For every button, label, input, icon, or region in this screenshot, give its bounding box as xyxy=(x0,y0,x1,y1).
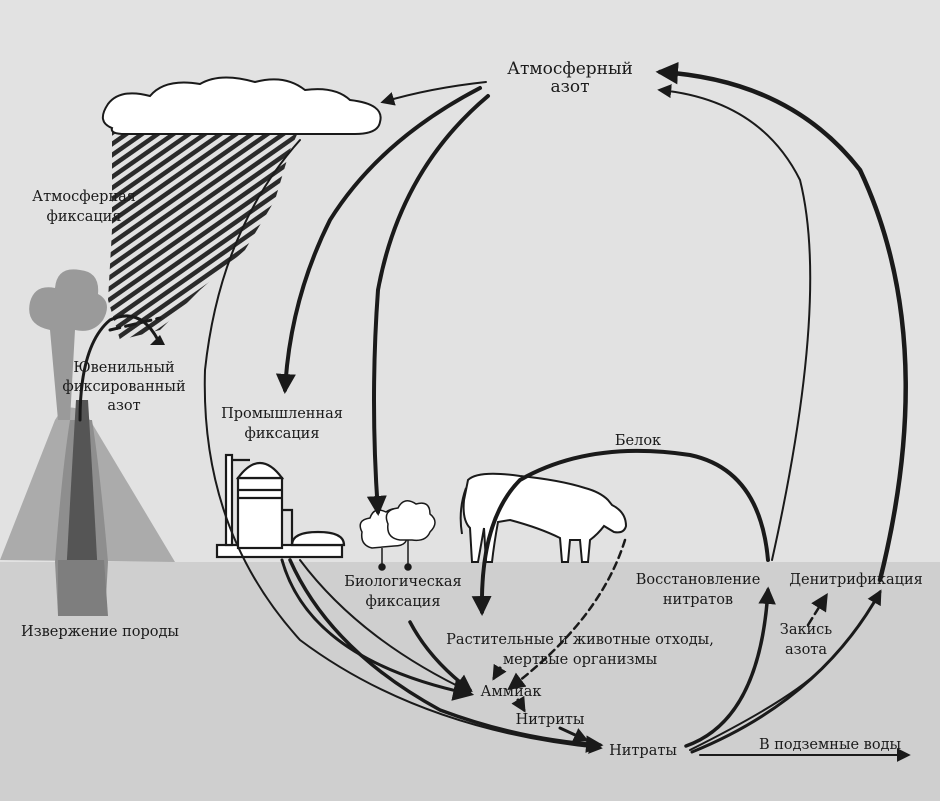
arrow-protein-loop xyxy=(471,448,770,616)
label-protein: Белок xyxy=(615,433,661,449)
arrow-biological-to-ammonia xyxy=(408,620,473,693)
arrow-to-industrial xyxy=(275,86,482,394)
label-eruption: Извержение породы xyxy=(21,624,179,640)
rain-icon xyxy=(108,128,300,340)
label-atmospheric-fixation: Атмосферная xyxy=(32,189,136,205)
arrow-to-denitrification xyxy=(690,589,882,754)
arrow-atmosphere-to-cloud xyxy=(380,81,487,106)
label-waste-2: мертвые организмы xyxy=(503,652,658,668)
label-nitrites: Нитриты xyxy=(516,712,585,728)
label-industrial: Промышленная xyxy=(221,406,343,422)
factory-icon xyxy=(215,453,346,559)
label-ammonia: Аммиак xyxy=(481,684,542,700)
label-nitrous-oxide-2: азота xyxy=(785,642,827,658)
label-biological: Биологическая xyxy=(344,574,461,590)
arrow-denitrification-to-atmosphere xyxy=(655,61,908,583)
volcano-icon xyxy=(0,269,175,616)
arrow-industrial-to-nitrates xyxy=(288,558,604,753)
label-atmospheric-nitrogen-2: азот xyxy=(550,77,589,97)
label-industrial-2: фиксация xyxy=(245,426,320,442)
label-juvenile-3: азот xyxy=(107,398,140,414)
label-waste: Растительные и животные отходы, xyxy=(446,632,714,648)
plant-icon xyxy=(359,500,436,571)
ground-background xyxy=(0,562,940,801)
label-denitrification: Денитрификация xyxy=(789,572,923,588)
arrow-to-biological xyxy=(366,94,490,516)
arrow-atmospheric-fixation xyxy=(203,139,603,754)
label-nitrate-reduction: Восстановление xyxy=(636,572,761,588)
arrow-to-nitrate-reduction xyxy=(684,586,776,748)
label-atmospheric-fixation-2: фиксация xyxy=(47,209,122,225)
label-groundwater: В подземные воды xyxy=(759,737,902,753)
label-nitrous-oxide: Закись xyxy=(780,622,833,638)
cow-icon xyxy=(459,472,628,563)
label-biological-2: фиксация xyxy=(366,594,441,610)
label-juvenile-2: фиксированный xyxy=(62,379,185,395)
label-juvenile: Ювенильный xyxy=(73,360,174,376)
label-nitrates: Нитраты xyxy=(609,743,677,759)
label-nitrate-reduction-2: нитратов xyxy=(663,592,733,608)
cloud-icon xyxy=(101,76,382,135)
label-atmospheric-nitrogen: Атмосферный xyxy=(507,59,633,79)
cycle-arrows xyxy=(78,61,911,762)
